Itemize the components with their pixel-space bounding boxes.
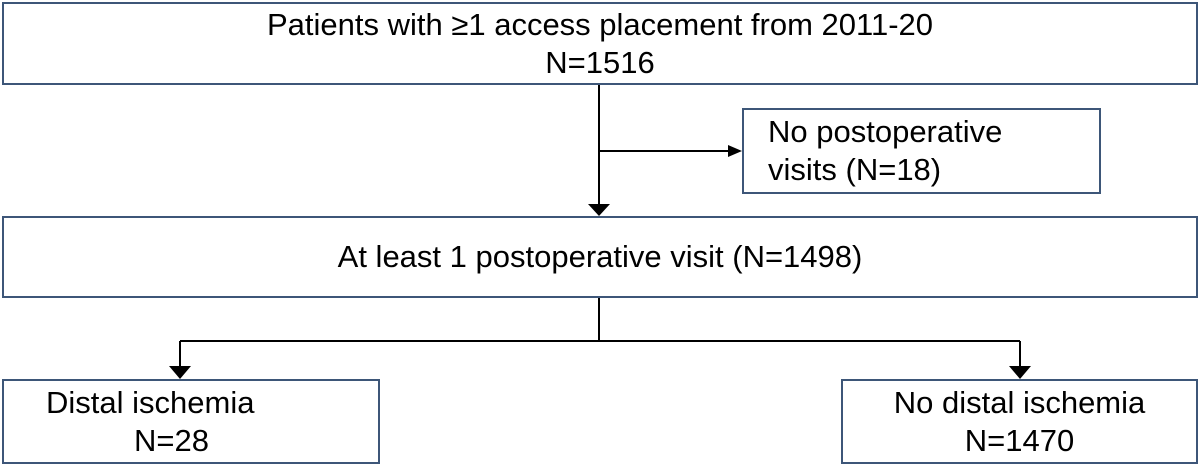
total-patients-box: Patients with ≥1 access placement from 2…: [2, 2, 1198, 85]
no-distal-ischemia-box: No distal ischemia N=1470: [841, 379, 1198, 464]
excluded-label-line1: No postoperative: [768, 114, 1003, 150]
distal-ischemia-label: Distal ischemia: [46, 384, 255, 420]
no-distal-ischemia-label: No distal ischemia: [893, 384, 1146, 420]
postoperative-visit-box: At least 1 postoperative visit (N=1498): [2, 216, 1198, 298]
distal-ischemia-box: Distal ischemia N=28: [2, 379, 380, 464]
total-patients-count: N=1516: [545, 44, 655, 80]
no-distal-ischemia-count: N=1470: [964, 422, 1075, 458]
arrow-to-excluded: [728, 145, 742, 157]
postoperative-visit-label: At least 1 postoperative visit (N=1498): [337, 239, 863, 275]
excluded-label-line2: visits (N=18): [768, 152, 942, 187]
arrow-to-no-ischemia: [1009, 366, 1031, 379]
excluded-no-visits-box: No postoperative visits (N=18): [742, 108, 1101, 194]
distal-ischemia-count: N=28: [134, 422, 209, 458]
arrow-to-included: [588, 204, 610, 216]
total-patients-label: Patients with ≥1 access placement from 2…: [266, 6, 934, 42]
arrow-to-ischemia: [169, 366, 191, 379]
